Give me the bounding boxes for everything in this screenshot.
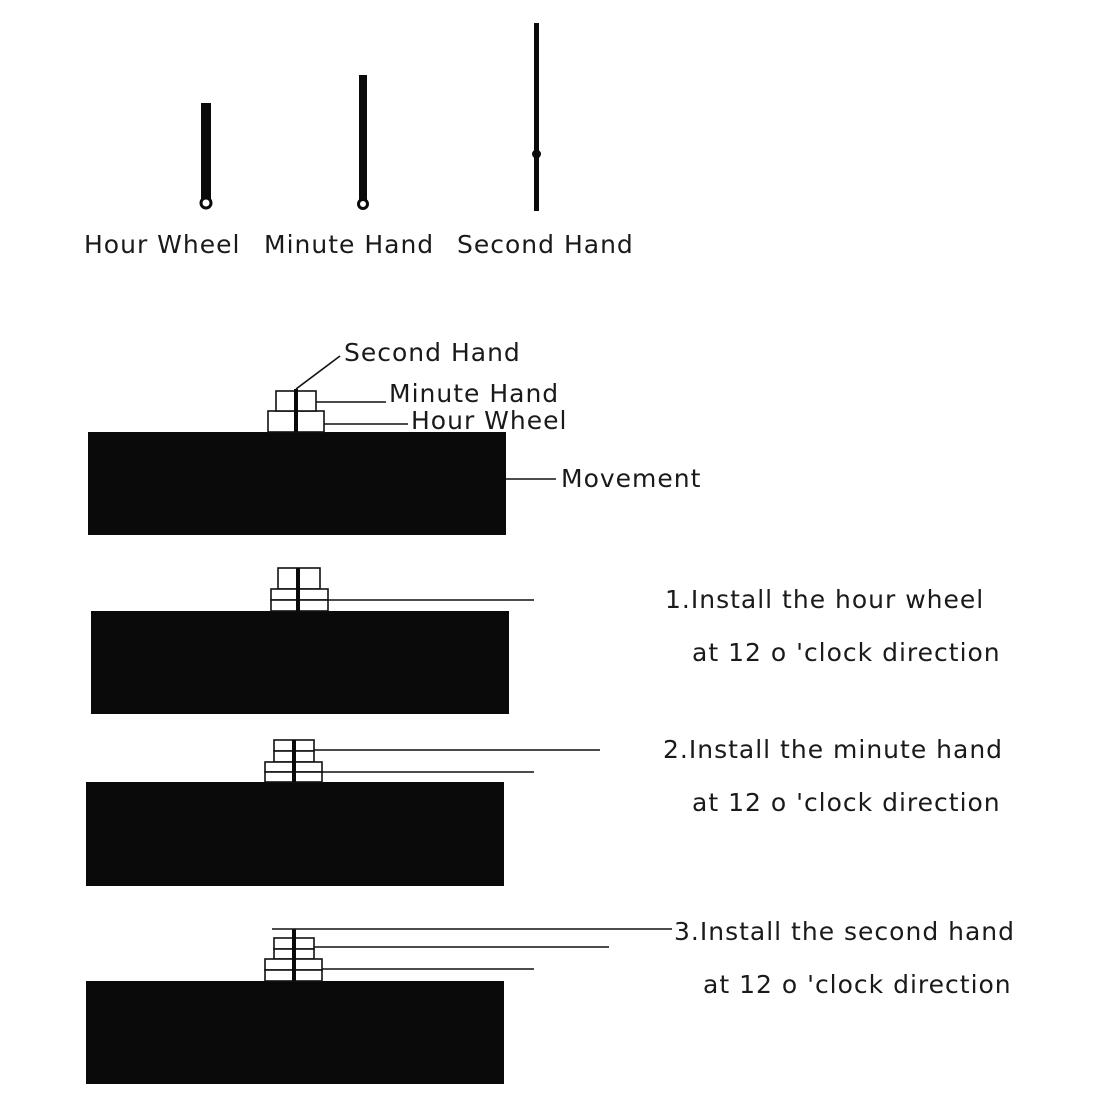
step-2-line-1: 2.Install the minute hand (663, 735, 1003, 764)
second-hand-label: Second Hand (457, 230, 634, 259)
hour-wheel-illustration (199, 103, 213, 210)
step-1-line-2: at 12 o 'clock direction (692, 638, 1001, 667)
minute-hand-illustration (357, 75, 369, 210)
movement-block (88, 432, 506, 535)
step-1-line-1: 1.Install the hour wheel (665, 585, 984, 614)
movement-block (86, 782, 504, 886)
movement-block (86, 981, 504, 1084)
step-3-line-2: at 12 o 'clock direction (703, 970, 1012, 999)
movement-block (91, 611, 509, 714)
minute-hand-label: Minute Hand (264, 230, 434, 259)
assembly-hour-wheel-label: Hour Wheel (411, 406, 567, 435)
assembly-overview (88, 355, 556, 535)
step-3-line-1: 3.Install the second hand (674, 917, 1015, 946)
step-3-illustration (86, 928, 672, 1084)
step-2-line-2: at 12 o 'clock direction (692, 788, 1001, 817)
assembly-second-hand-label: Second Hand (344, 338, 521, 367)
second-hand-illustration (532, 23, 541, 211)
movement-label: Movement (561, 464, 701, 493)
assembly-minute-hand-label: Minute Hand (389, 379, 559, 408)
hour-wheel-label: Hour Wheel (84, 230, 240, 259)
step-2-illustration (86, 739, 600, 886)
step-1-illustration (91, 567, 534, 714)
